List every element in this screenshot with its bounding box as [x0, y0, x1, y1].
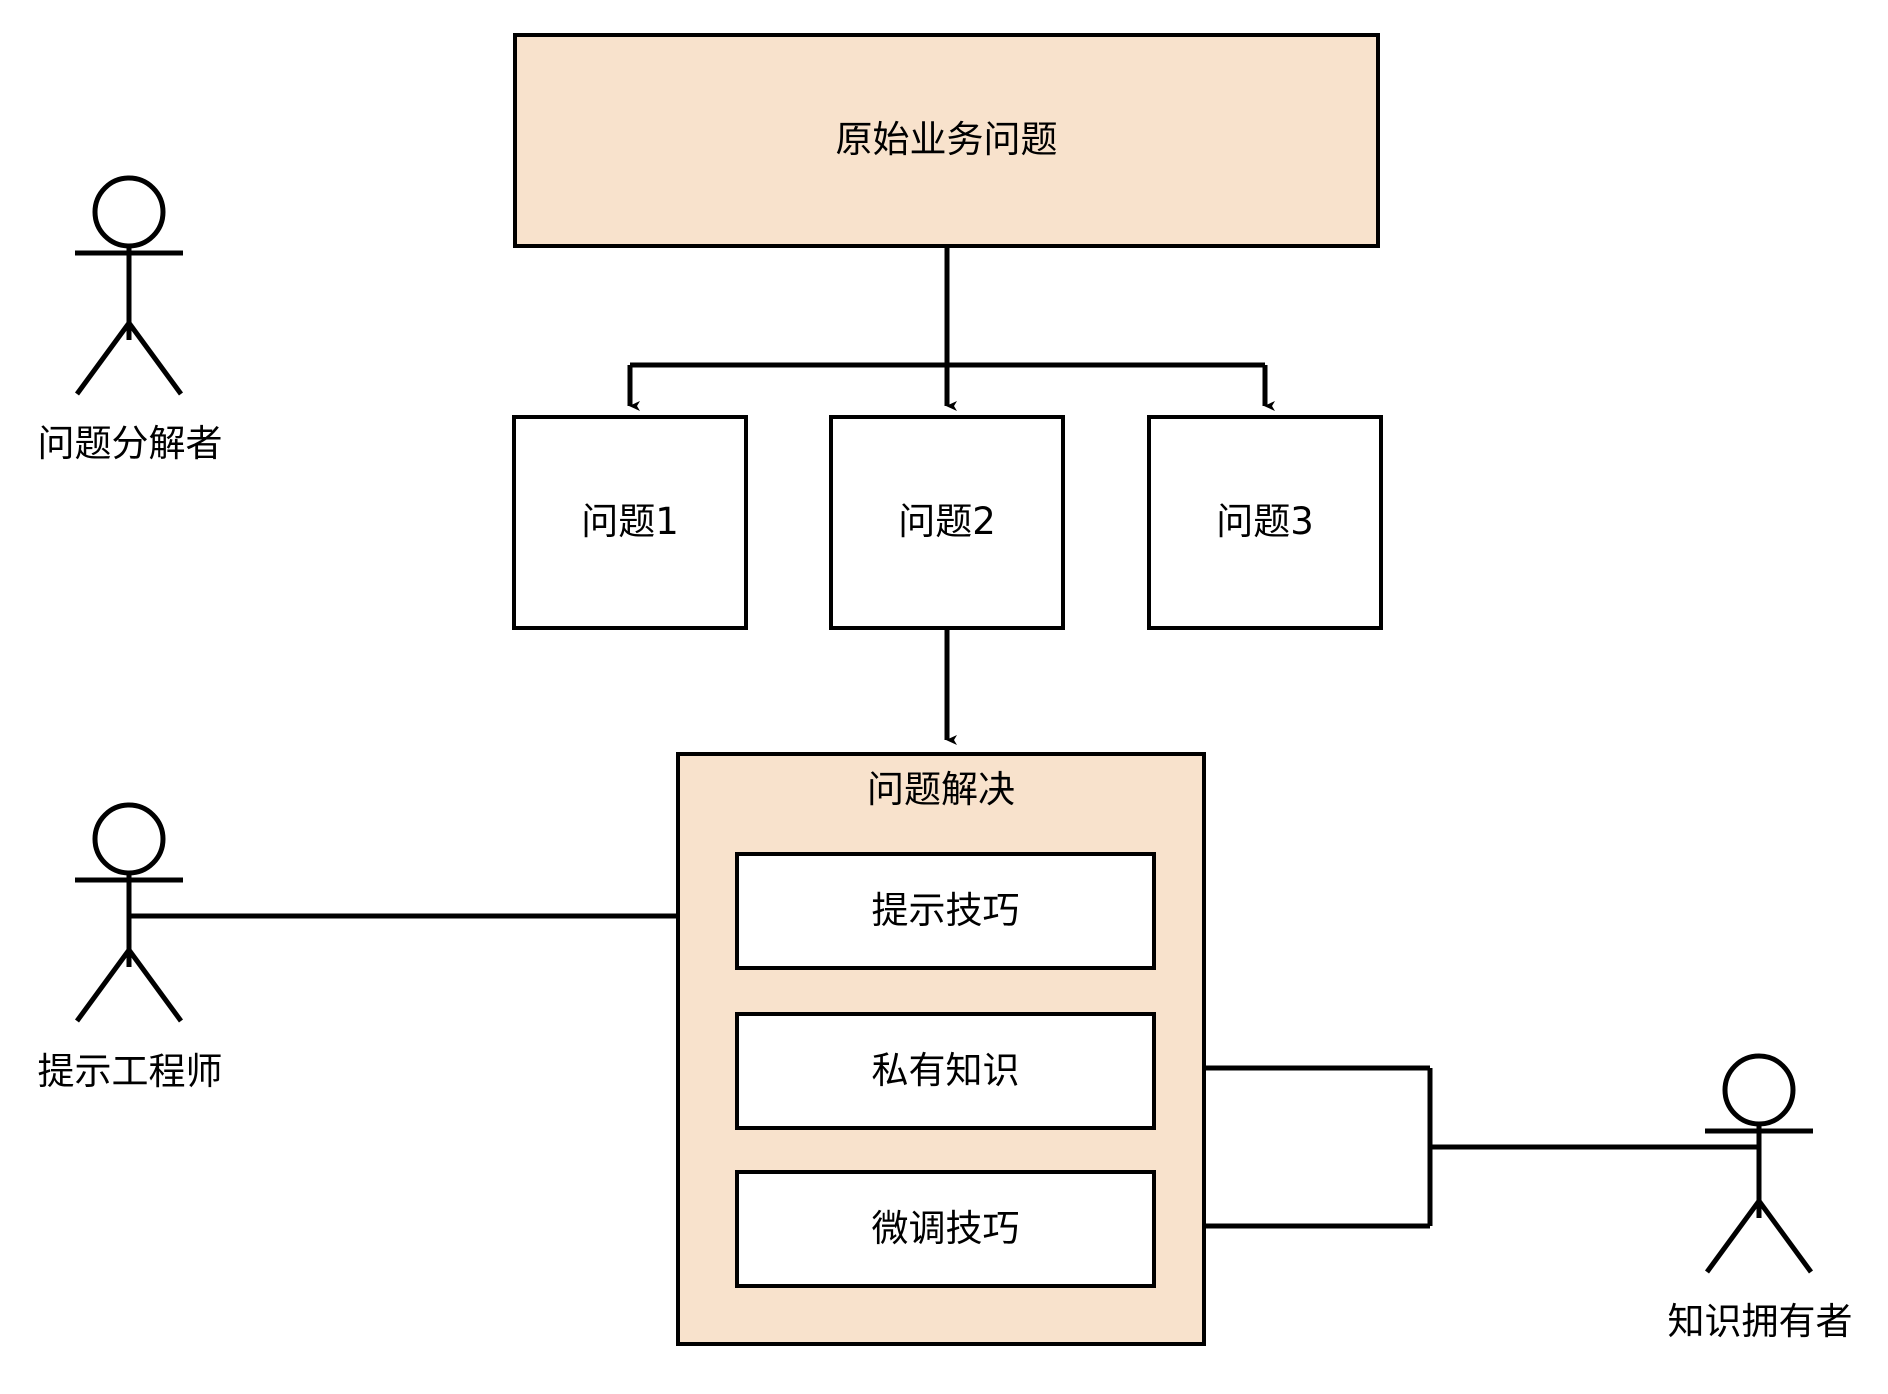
node-prompt-skill[interactable] [735, 852, 1156, 970]
connector-root-to-subproblems [627, 248, 1275, 411]
actor-prompt-engineer-figure [74, 802, 184, 1023]
connector-knowledge-owner-to-items [1171, 1062, 1757, 1232]
node-sub-problem-3[interactable] [1147, 415, 1383, 630]
actor-prompt-engineer-label: 提示工程师 [37, 1050, 223, 1093]
node-root-problem[interactable] [513, 33, 1380, 248]
node-sub-problem-1[interactable] [512, 415, 748, 630]
actor-problem-decomposer-figure [74, 175, 184, 396]
node-private-knowledge[interactable] [735, 1012, 1156, 1130]
actor-problem-decomposer-label: 问题分解者 [37, 422, 223, 465]
node-sub-problem-2[interactable] [829, 415, 1065, 630]
actor-knowledge-owner-label: 知识拥有者 [1667, 1300, 1853, 1343]
node-finetune-skill[interactable] [735, 1170, 1156, 1288]
actor-knowledge-owner-figure [1704, 1053, 1814, 1274]
